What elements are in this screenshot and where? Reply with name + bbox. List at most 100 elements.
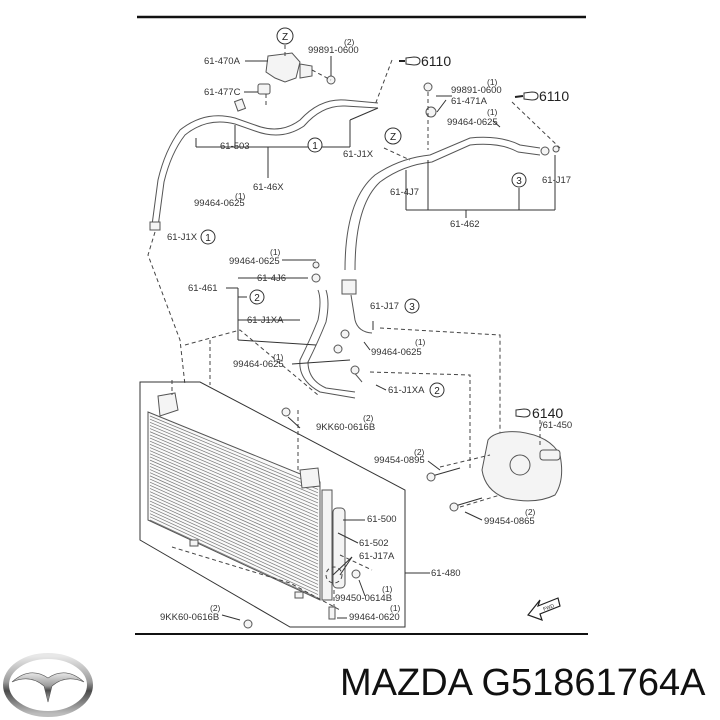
condenser-fin [149,425,319,497]
svg-text:(1): (1) [270,247,281,257]
condenser-fin [149,437,319,511]
callout-1-b: 1 [200,229,216,245]
condenser-fin [149,485,319,561]
svg-text:(2): (2) [363,413,374,423]
label-61-j17a: 61-J17A [359,551,395,562]
condenser-fin [149,516,319,595]
label-61-503: 61-503 [220,141,250,152]
condenser-fin [149,475,319,551]
hose-61-462 [341,106,550,334]
label-61-4j6: 61-4J6 [257,273,286,284]
condenser-fin [149,497,319,575]
label-61-450: /61-450 [540,420,572,431]
label-99454-0865: 99454-0865 [484,516,535,527]
leaders-top [147,56,556,386]
condenser-fin [149,418,319,490]
condenser-fin [149,434,319,507]
label-61-4j7: 61-4J7 [390,187,419,198]
label-61-j1xa: 61-J1XA [247,315,284,326]
condenser-fin [149,481,319,558]
label-9kk60-0616b: 9KK60-0616B [316,422,375,433]
bolt-9kk60-a [281,407,291,417]
condenser-fin [149,462,319,538]
svg-text:(1): (1) [487,77,498,87]
condenser-fin [149,440,319,514]
label-61-477c: 61-477C [204,87,241,98]
condenser-fin [149,415,319,487]
svg-text:6110: 6110 [421,53,451,69]
bracket-61-470a [265,52,313,83]
bolt-99454-0865 [449,497,483,512]
condenser-fin [149,447,319,521]
label-9kk60-0616b: 9KK60-0616B [160,612,219,623]
svg-text:(2): (2) [210,603,221,613]
label-61-470a: 61-470A [204,56,241,67]
label-61-502: 61-502 [359,538,389,549]
label-99891-0600: 99891-0600 [451,85,502,96]
label-99464-0625: 99464-0625 [233,359,284,370]
bolt-99454-0895 [426,467,461,482]
fwd-label: FWD [542,603,555,613]
dashed-zone-middle [184,329,319,396]
label-61-480: 61-480 [431,568,461,579]
ref-6140: 6140 [515,405,563,421]
bolt-99464-0620 [328,606,336,620]
condenser-fin [149,500,319,578]
svg-text:2: 2 [254,293,260,304]
svg-text:(1): (1) [235,191,246,201]
pointing-hand-icon [515,408,531,418]
label-61-j1x: 61-J1X [343,149,374,160]
label-99464-0625: 99464-0625 [371,347,422,358]
bolt-99450 [351,569,361,579]
condenser-fin [149,456,319,531]
condenser-fin [149,444,319,517]
label-99464-0620: 99464-0620 [349,612,400,623]
condenser-fin [149,421,319,494]
svg-text:2: 2 [434,386,440,397]
condenser-61-480 [139,381,406,628]
label-61-461: 61-461 [188,283,218,294]
pointing-hand-icon [405,56,421,66]
condenser-fin [149,428,319,500]
condenser-fin [149,507,319,585]
compressor-61-450 [481,431,563,502]
condenser-fin [149,453,319,528]
clip-61-477c [257,83,271,95]
callout-1-a: 1 [307,137,323,153]
hose-61-461 [299,261,363,399]
callout-z-2: Z [384,127,402,145]
label-99454-0895: 99454-0895 [374,455,425,466]
label-99464-0625: 99464-0625 [447,117,498,128]
callout-3-a: 3 [511,172,527,188]
ref-6110-a: 6110 [399,53,451,69]
brand-part-title: MAZDA G51861764A [340,662,706,704]
condenser-fin [149,431,319,504]
mazda-logo-icon [3,653,93,717]
callout-2-a: 2 [249,289,265,305]
callout-3-b: 3 [404,298,420,314]
svg-text:1: 1 [312,141,318,152]
svg-text:6140: 6140 [532,405,563,421]
label-61-j1x: 61-J1X [167,232,198,243]
condenser-fin [149,513,319,592]
label-99464-0625: 99464-0625 [194,198,245,209]
svg-text:3: 3 [409,302,415,313]
svg-text:(1): (1) [487,107,498,117]
svg-text:(1): (1) [273,352,284,362]
fwd-arrow-icon: FWD [527,597,561,621]
bolt-9kk60-b [243,619,253,629]
label-99891-0600: 99891-0600 [308,45,359,56]
hose-61-46x [149,98,379,231]
condenser-fin [149,469,319,545]
svg-text:(1): (1) [390,603,401,613]
condenser-fin [149,488,319,565]
label-61-462: 61-462 [450,219,480,230]
svg-text:(1): (1) [382,584,393,594]
svg-text:(2): (2) [414,447,425,457]
condenser-fin [149,503,319,582]
label-61-j17: 61-J17 [542,175,571,186]
condenser-fin [149,494,319,572]
svg-text:Z: Z [282,32,288,43]
svg-text:(2): (2) [344,37,355,47]
